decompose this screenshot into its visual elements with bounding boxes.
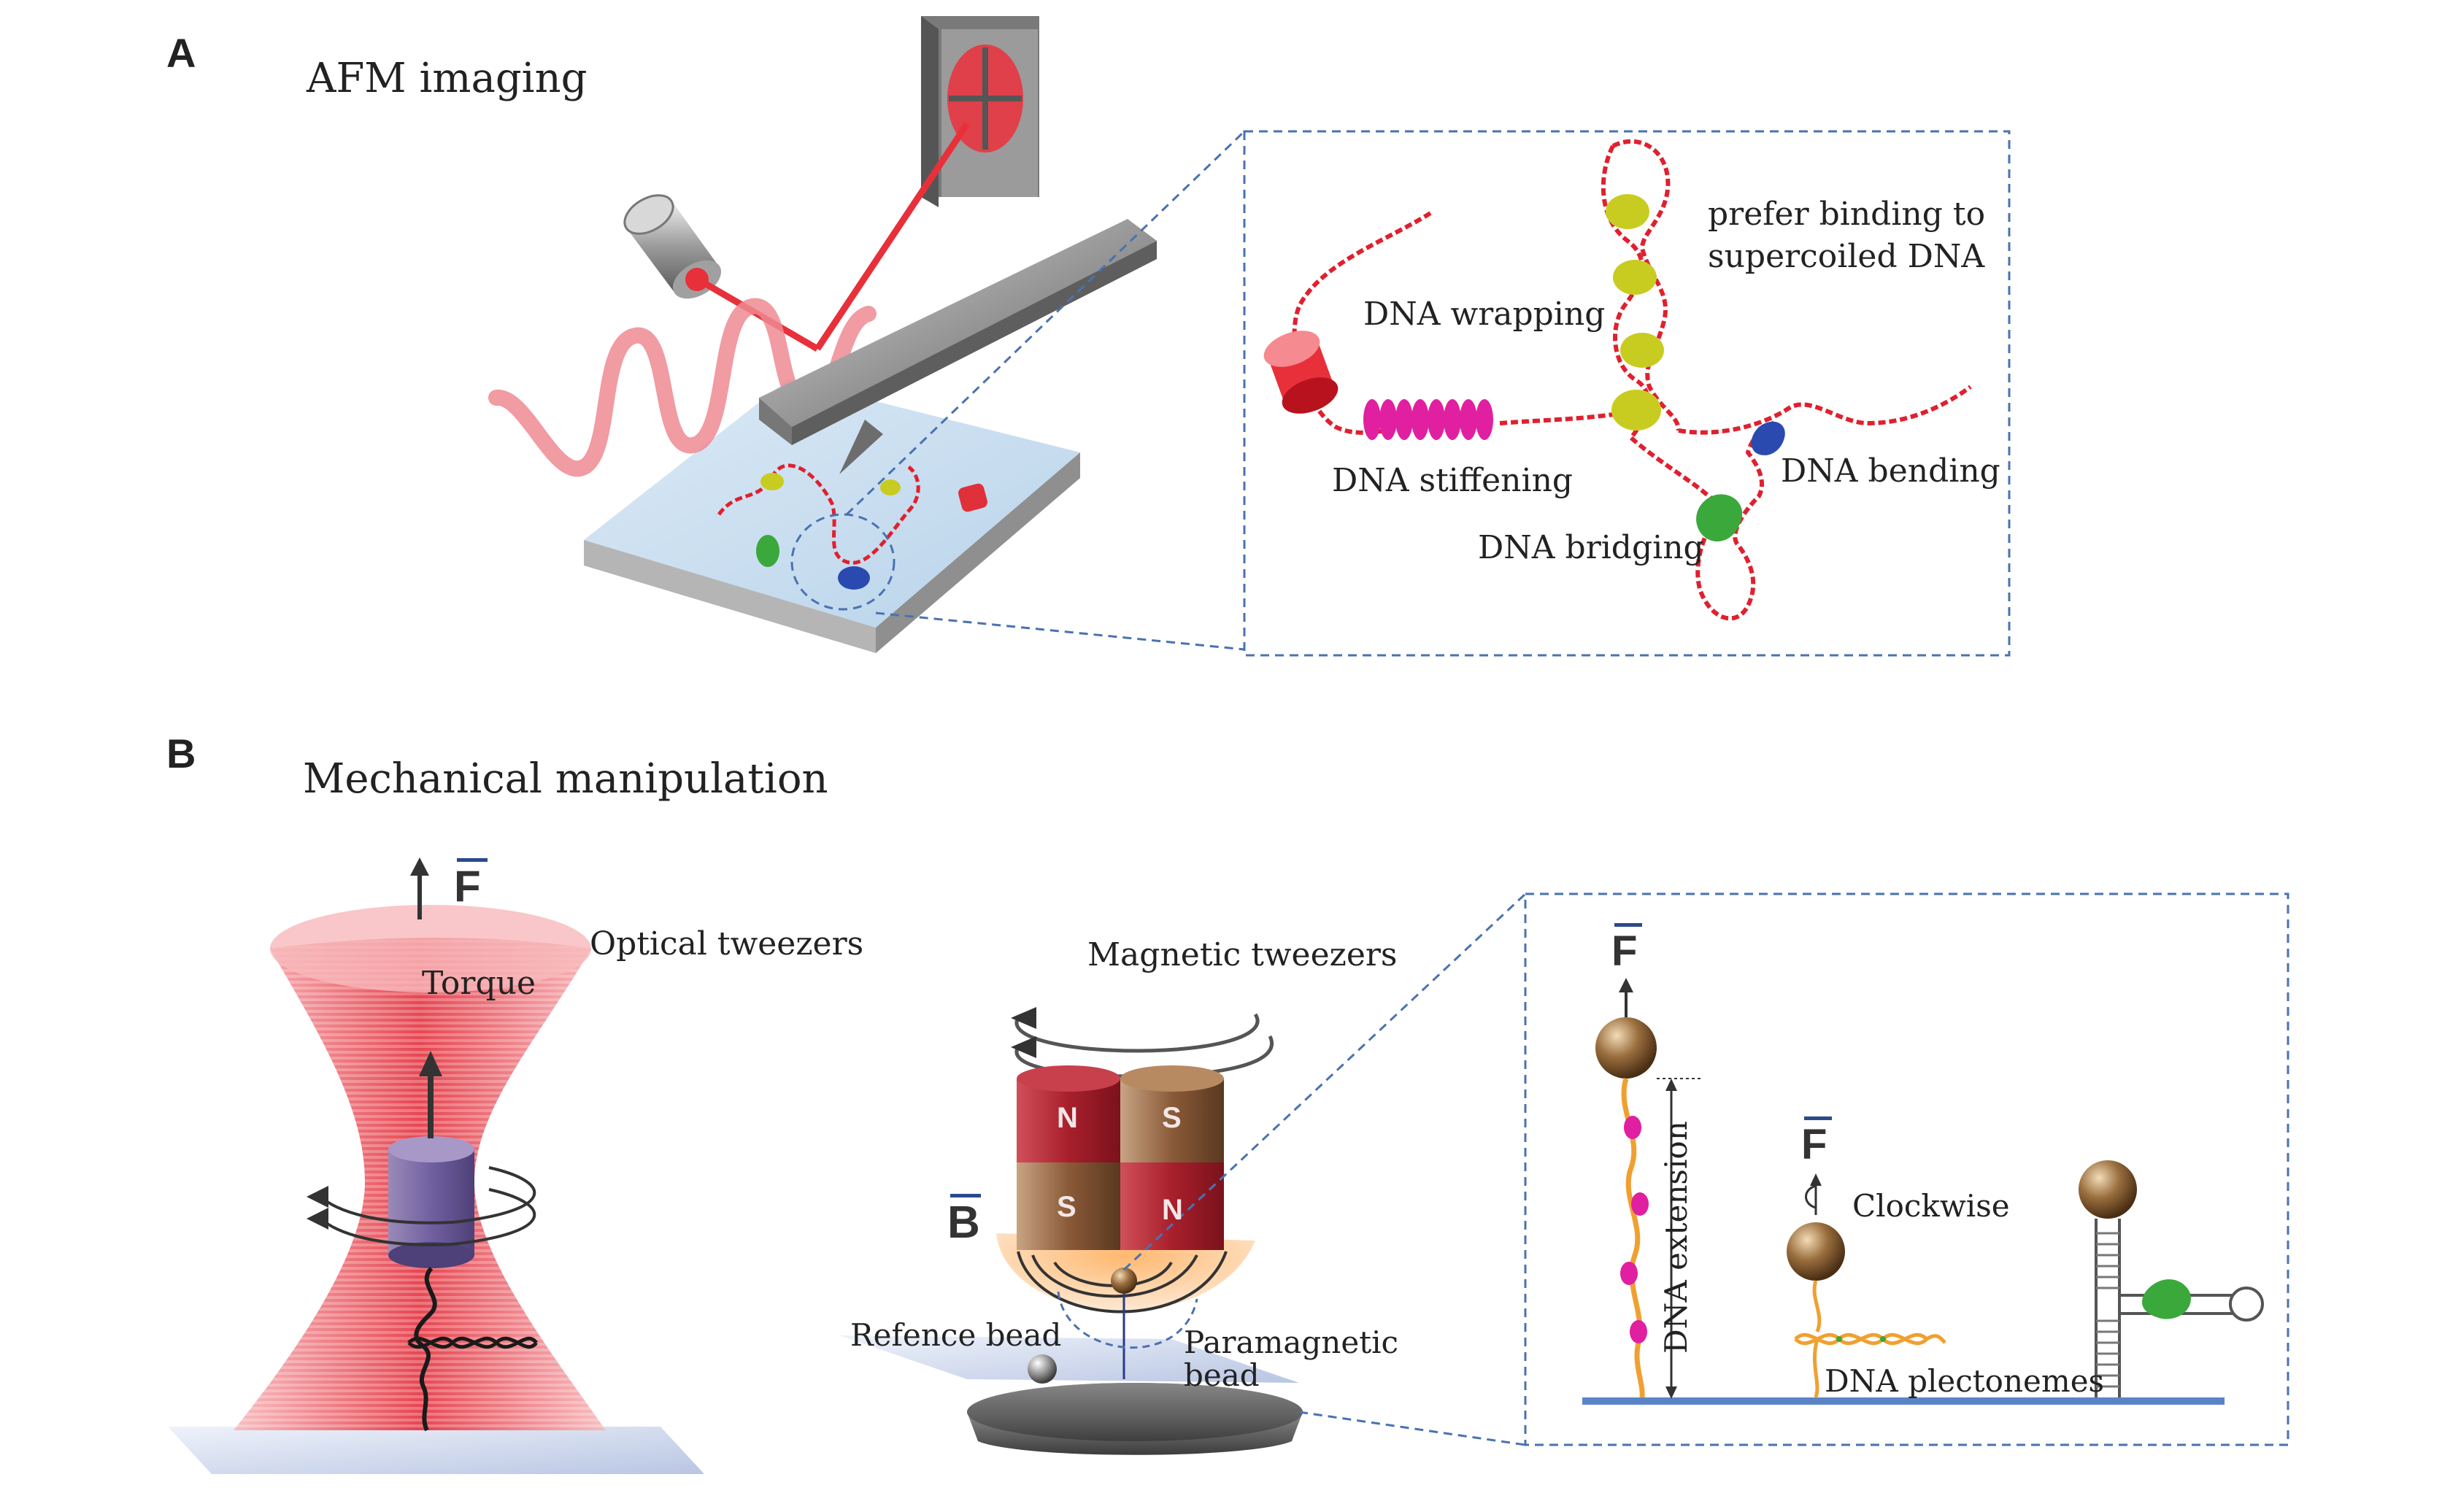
panel-a-letter: A [166,30,196,76]
paramagnetic-bead-label-line2: bead [1184,1357,1260,1393]
optical-force-label: F [454,862,481,911]
inset-force-label-1: F [1611,927,1638,975]
inset-force-label-2: F [1801,1121,1827,1168]
magnetic-tweezers-illustration [839,1007,1303,1455]
note-dna-bridging: DNA bridging [1478,529,1704,566]
dna-stiffening-protein-icon [1363,399,1493,440]
zoom-region-circle [790,513,895,611]
green-protein-icon [756,535,779,567]
note-prefer-binding-line2: supercoiled DNA [1708,238,1985,275]
blue-protein-icon [838,566,870,590]
force-vector-bar [1614,923,1642,927]
optical-tweezers-illustration [168,857,704,1474]
dna-bending-protein-icon [1751,421,1785,455]
force-vector-bar [457,858,488,862]
note-prefer-binding-line1: prefer binding to [1708,196,1986,233]
reference-bead-label: Refence bead [850,1317,1062,1353]
tweezers-inset-frame [1524,892,2289,1446]
panel-b-letter: B [166,730,196,776]
magnet-label-s-bottom: S [1057,1191,1076,1223]
note-dna-wrapping: DNA wrapping [1363,296,1606,333]
zoom-connector [875,612,1245,651]
force-vector-bar [1804,1116,1832,1120]
afm-cantilever [759,219,1157,474]
dna-plectonemes-label: DNA plectonemes [1825,1363,2105,1399]
magnet-label-n-bottom: N [1162,1194,1183,1226]
yellow-protein-icon [880,479,901,495]
dna-extension-assay [1595,978,1700,1399]
zoom-connector [845,130,1246,516]
dna-plectoneme-assay [1787,1173,1946,1398]
optical-tweezers-title: Optical tweezers [590,925,864,963]
magnet-label-n-top: N [1057,1102,1078,1134]
afm-inset-frame [1243,130,2011,657]
panel-b-title: Mechanical manipulation [303,755,828,803]
dna-bridging-protein-icon [1696,494,1743,541]
magnetic-tweezers-title: Magnetic tweezers [1087,936,1398,973]
photodetector [921,16,1039,207]
dna-extension-label: DNA extension [1658,1121,1694,1354]
note-dna-bending: DNA bending [1781,452,2000,490]
paramagnetic-bead-label-line1: Paramagnetic [1184,1324,1399,1360]
red-protein-icon [958,483,987,512]
inset-substrate [1582,1397,2225,1405]
field-vector-bar [950,1194,981,1197]
clockwise-label: Clockwise [1852,1188,2010,1224]
magnetic-field-label: B [947,1197,980,1248]
torque-label: Torque [422,965,536,1002]
panel-a-title: AFM imaging [307,55,588,102]
supercoil-binding-protein-icon [1606,194,1664,431]
yellow-protein-icon [760,473,784,490]
magnet-label-s-top: S [1162,1102,1182,1134]
dna-hairpin-assay [2079,1160,2264,1397]
zoom-connector [1122,892,1527,1271]
zoom-connector [1298,1411,1526,1446]
dna-wrapping-protein-icon [1263,331,1339,414]
note-dna-stiffening: DNA stiffening [1332,462,1574,499]
